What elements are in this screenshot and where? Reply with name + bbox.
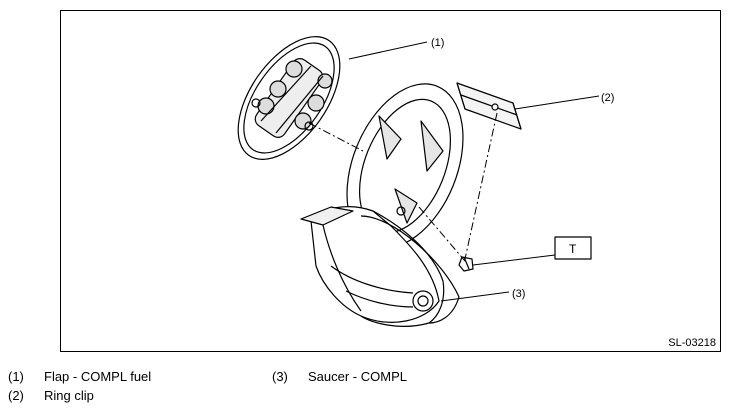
- ring-clip-part: [456, 82, 522, 130]
- t-box: [554, 236, 592, 260]
- callout-2: (2): [601, 92, 614, 104]
- legend-text: Ring clip: [44, 388, 94, 403]
- legend-text: Saucer - COMPL: [308, 369, 407, 384]
- figure-id: SL-03218: [668, 337, 716, 349]
- legend-text: Flap - COMPL fuel: [44, 369, 152, 384]
- legend-number: (3): [272, 369, 288, 384]
- callout-3: (3): [512, 288, 525, 300]
- fuel-flap-part: [237, 36, 341, 160]
- saucer-part: [300, 83, 464, 327]
- exploded-view-drawing: (1) (2) (3) T: [237, 36, 614, 327]
- legend-number: (2): [8, 388, 24, 403]
- callout-1: (1): [431, 37, 444, 49]
- legend-number: (1): [8, 369, 24, 384]
- callout-t: T: [569, 242, 577, 256]
- diagram-frame: (1) (2) (3) T SL-03218: [60, 10, 721, 352]
- bolt-part: [458, 256, 474, 272]
